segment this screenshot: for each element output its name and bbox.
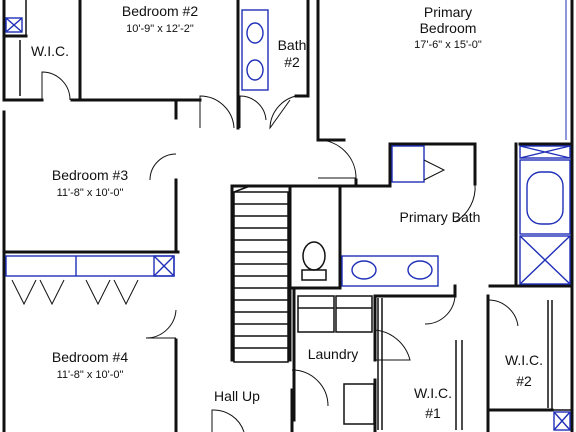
sink-icon [246, 59, 264, 81]
toilet-icon [301, 241, 327, 281]
primary-bath-label: Primary Bath [400, 209, 481, 225]
sink-icon [351, 260, 377, 280]
bedroom4-label: Bedroom #4 [52, 349, 128, 365]
hall-label: Hall Up [214, 388, 260, 404]
staircase [233, 185, 289, 363]
room-labels: W.I.C. Bedroom #2 10'-9" x 12'-2" Bath #… [31, 3, 543, 421]
bathtub-icon [519, 145, 571, 235]
wic1-number: #1 [425, 405, 441, 421]
linen-closet [391, 145, 425, 183]
wic2-label: W.I.C. [505, 352, 543, 368]
washer-icon [297, 295, 335, 333]
primary-bedroom-dims: 17'-6" x 15'-0" [414, 39, 482, 51]
bedroom3-label: Bedroom #3 [52, 167, 128, 183]
primary-bedroom-label-2: Bedroom [420, 20, 477, 36]
wic1-label: W.I.C. [414, 385, 452, 401]
wic-left-label: W.I.C. [31, 43, 69, 59]
bedroom2-dims: 10'-9" x 12'-2" [126, 23, 194, 35]
primary-bedroom-label-1: Primary [424, 4, 472, 20]
closet-shelf [5, 255, 175, 277]
fixtures [5, 0, 571, 431]
sink-icon [246, 22, 264, 44]
wic-shelf-icon [5, 17, 23, 33]
bath2-number: #2 [284, 54, 300, 70]
wic2-number: #2 [516, 373, 532, 389]
laundry-cabinet [343, 383, 375, 425]
bath2-vanity [241, 9, 269, 91]
bedroom2-label: Bedroom #2 [122, 3, 198, 19]
bedroom4-dims: 11'-8" x 10'-0" [57, 369, 124, 381]
primary-vanity [341, 255, 439, 287]
laundry-label: Laundry [308, 346, 359, 362]
shower-icon [519, 235, 571, 285]
sink-icon [407, 260, 433, 280]
doors [41, 71, 519, 432]
dryer-icon [335, 295, 373, 333]
bath2-label: Bath [278, 37, 307, 53]
bedroom3-dims: 11'-8" x 10'-0" [57, 187, 124, 199]
